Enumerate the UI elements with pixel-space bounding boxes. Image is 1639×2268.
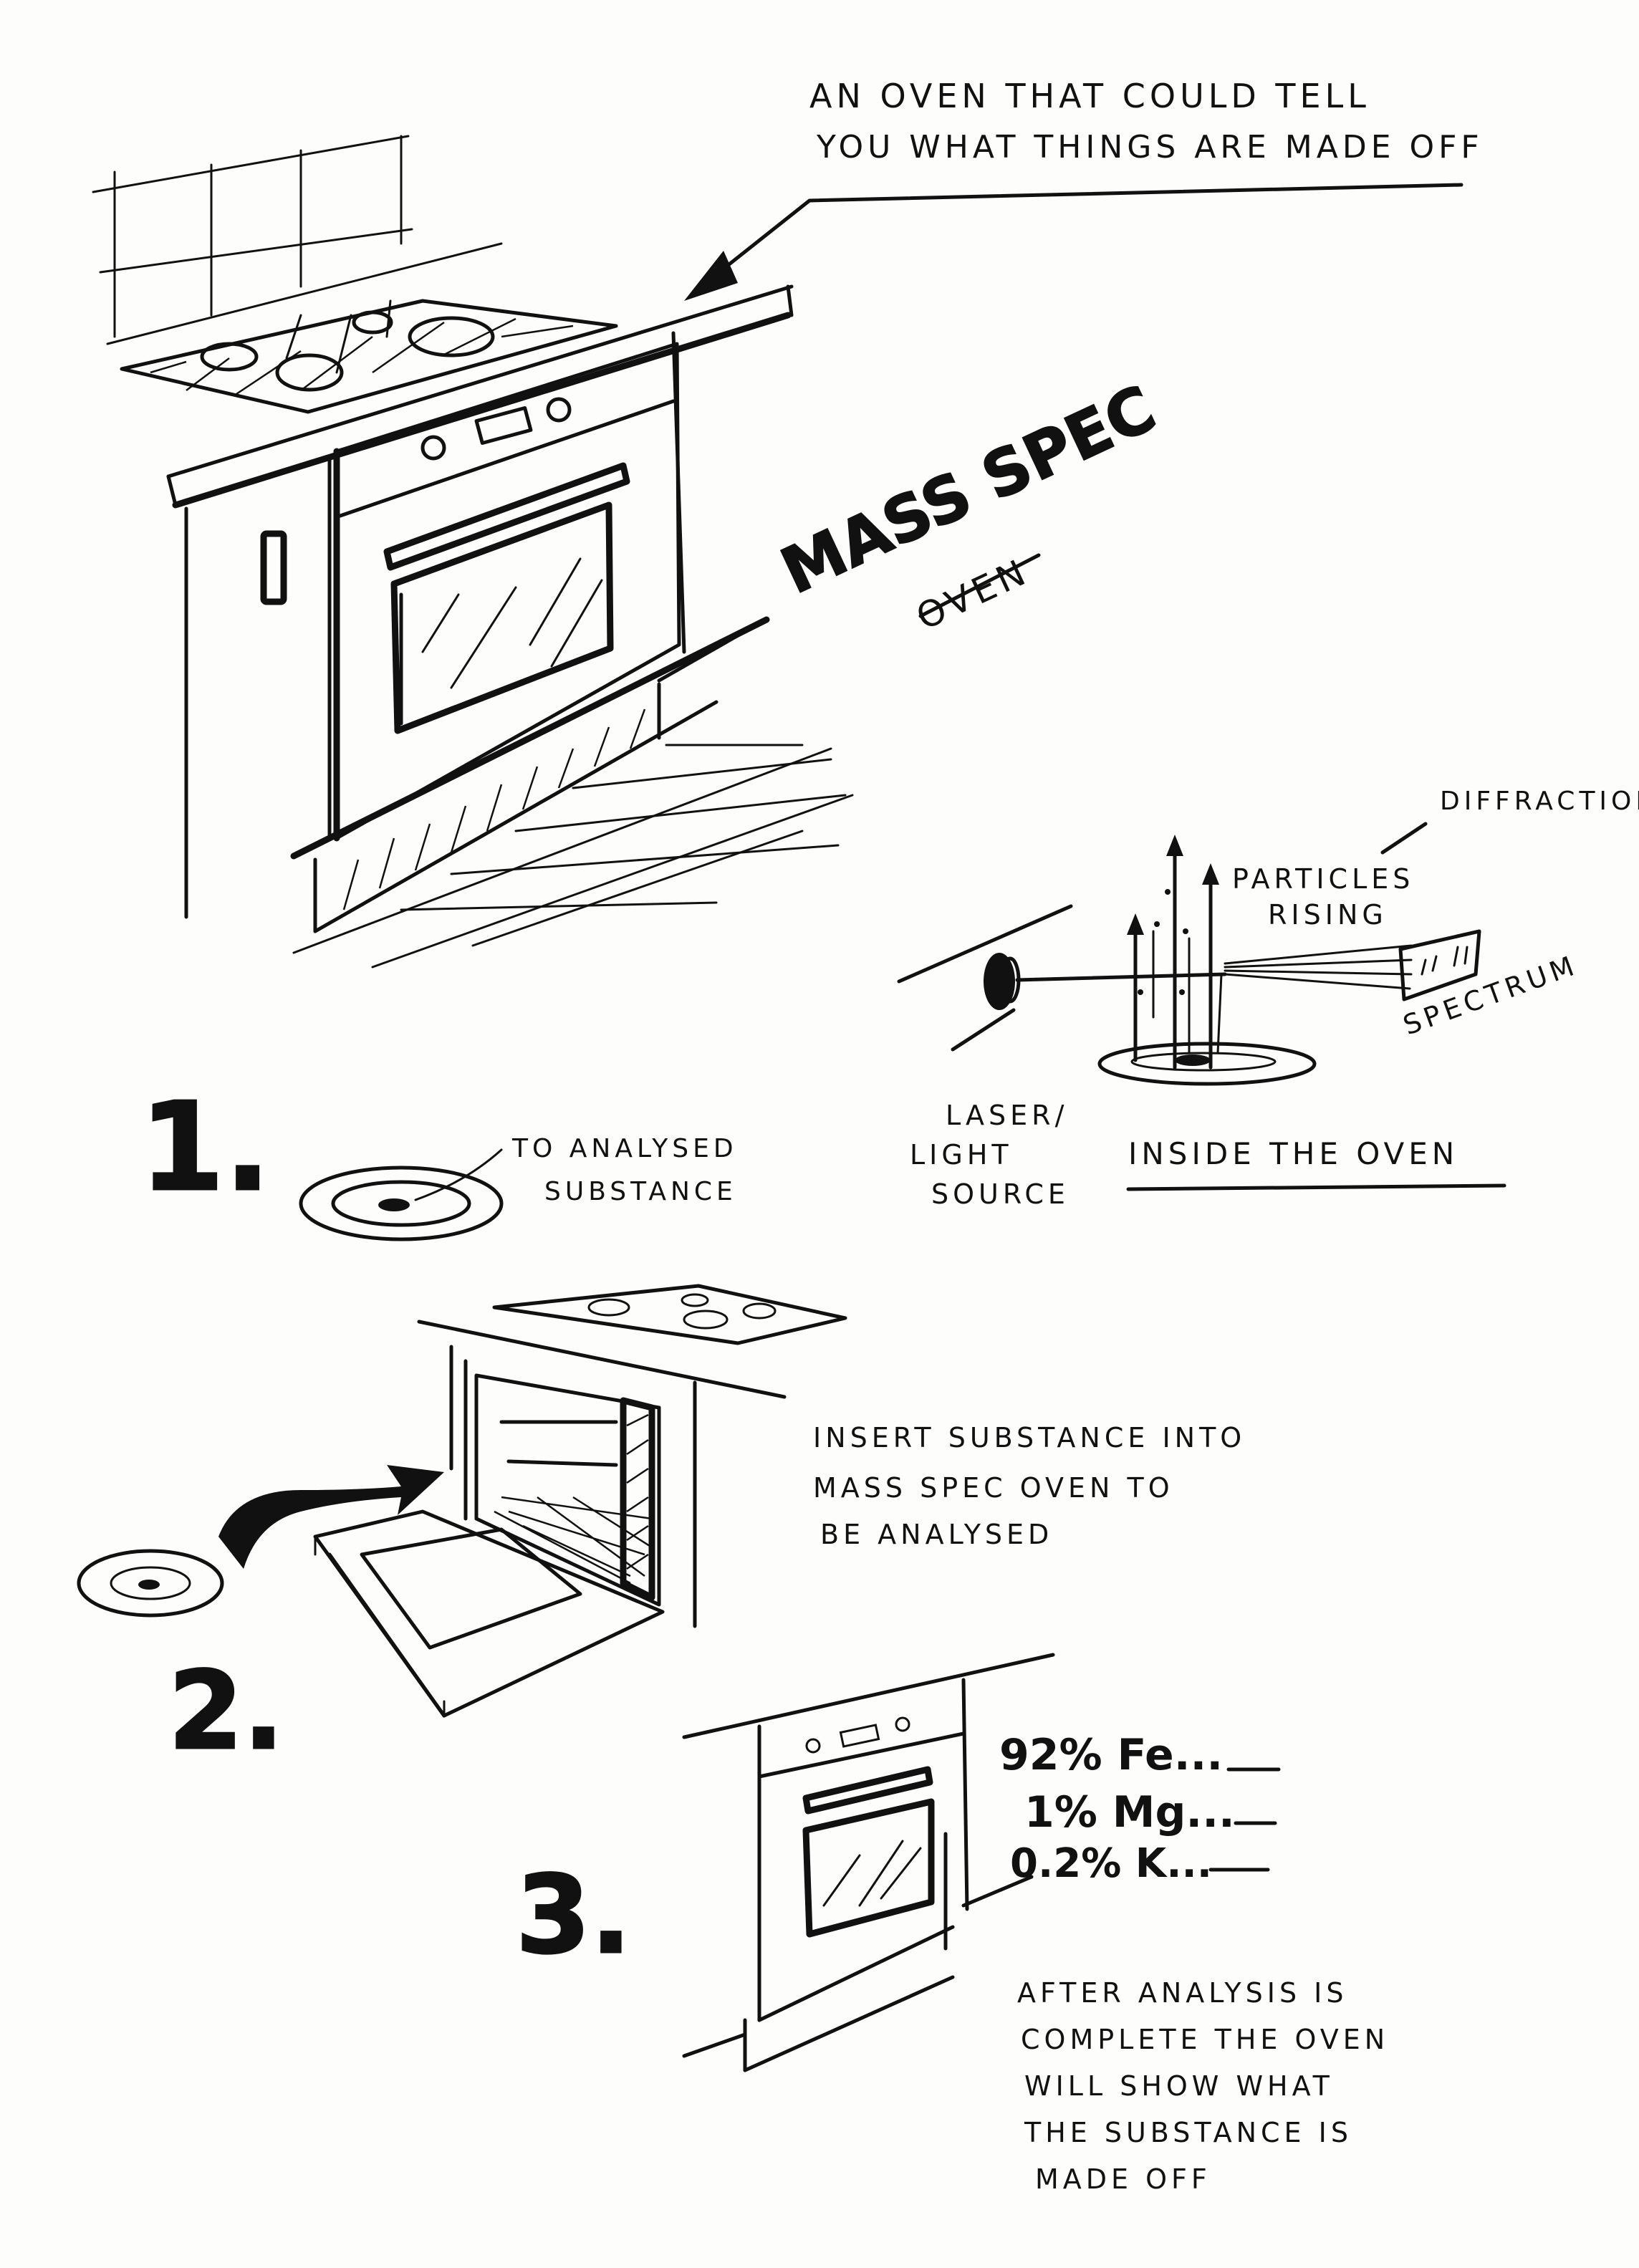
floor-tiles (292, 744, 854, 969)
step-2: 2. INSERT SUBSTANCE INTO MASS SPEC OVEN … (77, 1284, 1246, 1775)
step-1-label-2: SUBSTANCE (544, 1177, 737, 1206)
laser-label-1: LASER/ (946, 1100, 1068, 1131)
step-1-plate (299, 1148, 504, 1241)
wall-tiles (92, 135, 503, 345)
step-3-text-5: MADE OFF (1035, 2163, 1211, 2195)
left-cabinet (184, 456, 332, 919)
inside-caption: INSIDE THE OVEN (1128, 1136, 1458, 1171)
step-3-text-3: WILL SHOW WHAT (1024, 2070, 1334, 2102)
header-arrow (684, 183, 1463, 301)
diffraction-rays (1224, 929, 1481, 1001)
result-mg: 1% Mg... (1024, 1787, 1235, 1837)
laser-label-3: SOURCE (931, 1178, 1070, 1210)
results-readout: 92% Fe... 1% Mg... 0.2% K... (999, 1730, 1281, 1887)
step-1-number: 1. (140, 1077, 271, 1219)
open-oven (313, 1320, 787, 1718)
step-3-text-4: THE SUBSTANCE IS (1024, 2117, 1352, 2148)
step-2-text-3: BE ANALYSED (820, 1519, 1053, 1550)
diffraction-label: DIFFRACTION (1440, 787, 1639, 816)
laser-source (984, 953, 1227, 1010)
product-title: MASS SPEC OVEN (769, 370, 1167, 638)
particles-label-2: RISING (1268, 899, 1388, 931)
title-line-2: YOU WHAT THINGS ARE MADE OFF (816, 129, 1484, 165)
step-3-text-2: COMPLETE THE OVEN (1021, 2024, 1389, 2055)
particles-label-1: PARTICLES (1232, 863, 1414, 895)
result-fe: 92% Fe... (999, 1730, 1223, 1780)
step-3-number: 3. (516, 1853, 631, 1978)
closed-oven (682, 1653, 1055, 2072)
product-subtitle: OVEN (910, 550, 1036, 638)
insert-arrow (218, 1465, 444, 1569)
laser-label-2: LIGHT (910, 1139, 1013, 1171)
step-2-plate (77, 1549, 224, 1618)
result-k: 0.2% K... (1010, 1840, 1212, 1887)
hob (120, 299, 618, 414)
inside-oven-diagram: DIFFRACTION PARTICLES RISING (897, 787, 1639, 1210)
counter-top (166, 284, 794, 509)
title-line-1: AN OVEN THAT COULD TELL (809, 77, 1370, 115)
main-oven (333, 331, 686, 842)
header-annotation: AN OVEN THAT COULD TELL YOU WHAT THINGS … (684, 77, 1484, 301)
kitchen-scene (92, 135, 854, 969)
step-2-number: 2. (168, 1649, 284, 1774)
spectrum-label: SPECTRUM (1399, 949, 1582, 1042)
step-1-label-1: TO ANALYSED (511, 1134, 738, 1163)
step-2-text-2: MASS SPEC OVEN TO (813, 1472, 1174, 1504)
sample-plate (1097, 1042, 1317, 1086)
step-1: 1. TO ANALYSED SUBSTANCE (139, 1076, 738, 1241)
plinth (290, 616, 770, 933)
step-2-text-1: INSERT SUBSTANCE INTO (813, 1422, 1246, 1453)
step-3: 3. 92% Fe... 1% Mg... 0.2% K... (515, 1653, 1389, 2195)
step-3-text-1: AFTER ANALYSIS IS (1017, 1977, 1348, 2009)
rising-particles (1127, 835, 1223, 1070)
